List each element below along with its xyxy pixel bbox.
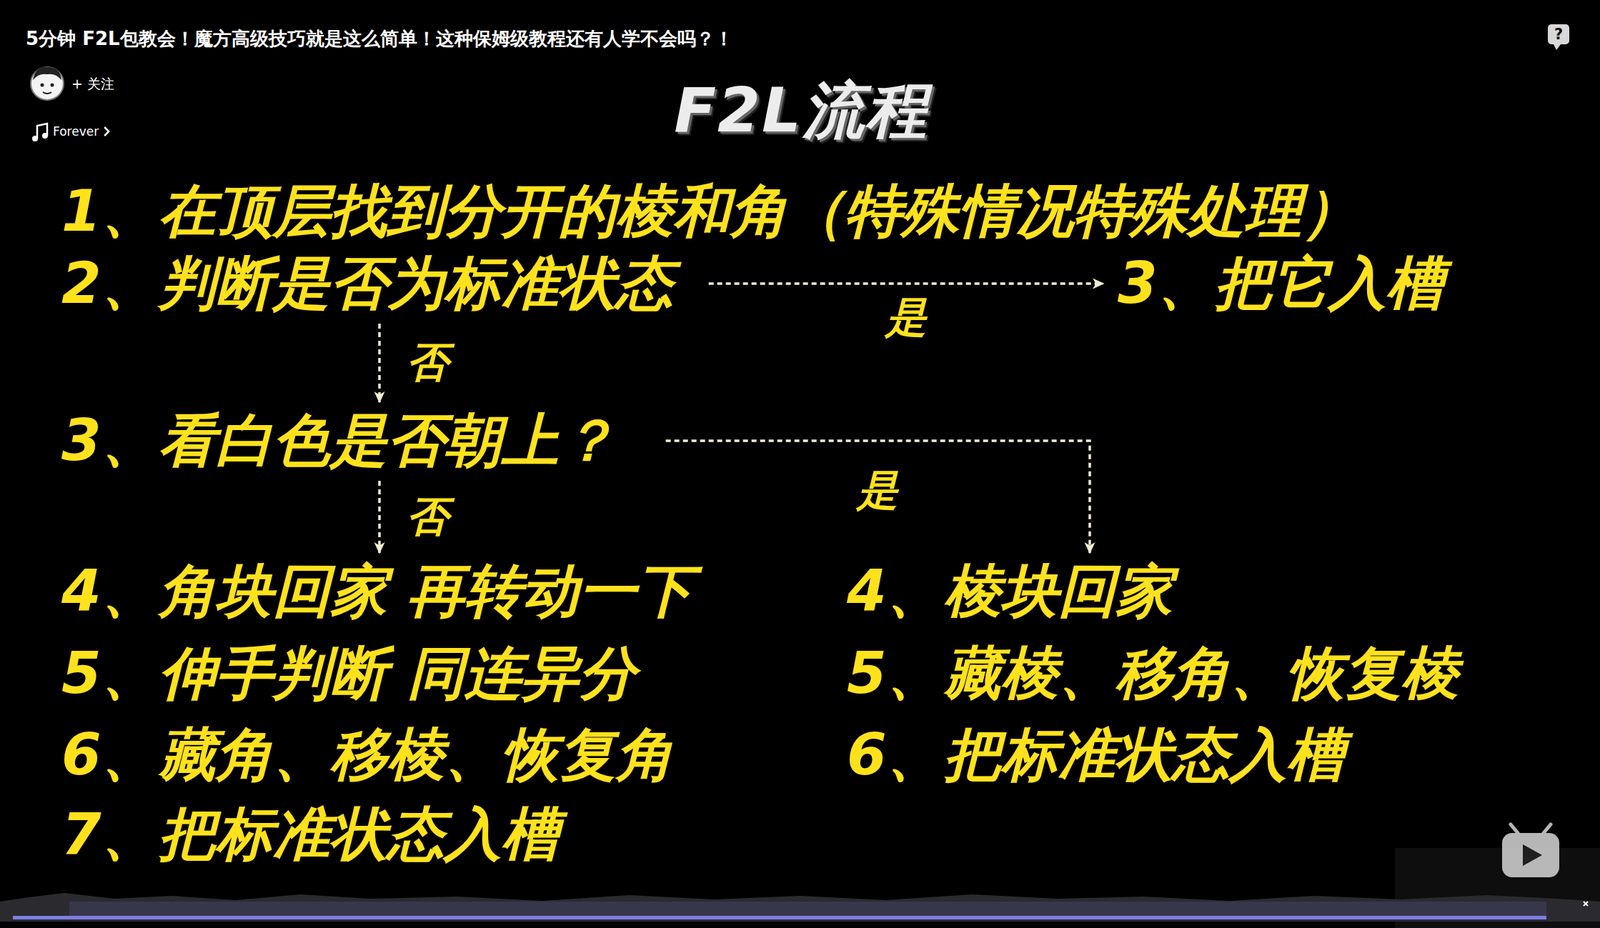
chevron-icon (104, 127, 109, 136)
step-text: 3、把它入槽 (1117, 249, 1444, 318)
flow-step: 3、看白色是否朝上？ (61, 406, 616, 476)
step-text: 7、把标准状态入槽 (61, 800, 559, 869)
step-text: 3、看白色是否朝上？ (61, 406, 616, 476)
avatar-eye (40, 83, 45, 88)
video-title: 5分钟 F2L包教会！魔方高级技巧就是这么简单！这种保姆级教程还有人学不会吗？！ (25, 27, 734, 51)
flow-step: 6、把标准状态入槽 (846, 721, 1345, 790)
dashed-arrow (378, 323, 381, 403)
help-mark: ? (1554, 25, 1563, 43)
help-icon (1553, 44, 1561, 51)
help-icon (1547, 24, 1570, 45)
music-name: Forever (52, 123, 99, 140)
flow-step: 5、藏棱、移角、恢复棱 (846, 639, 1459, 709)
diagram-heading: F2L流程 (673, 74, 928, 146)
flow-step: 6、藏角、移棱、恢复角 (61, 721, 674, 790)
bilibili-icon (1502, 833, 1560, 878)
step-text: 2、判断是否为标准状态 (61, 249, 674, 318)
step-text: 6、藏角、移棱、恢复角 (61, 721, 674, 790)
flow-step: 7、把标准状态入槽 (61, 800, 559, 869)
flow-step: 4、角块回家 再转动一下 (61, 557, 694, 626)
avatar-mouth (42, 92, 52, 94)
bilibili-icon (1543, 824, 1551, 834)
step-text: 1、在顶层找到分开的棱和角（特殊情况特殊处理） (61, 177, 1360, 246)
flow-step: 2、判断是否为标准状态 (61, 249, 674, 318)
music-icon (42, 132, 48, 139)
fullscreen-icon (1583, 901, 1588, 907)
step-text: 6、把标准状态入槽 (846, 721, 1345, 790)
avatar-eye (50, 83, 55, 88)
edge-label: 是 (853, 466, 902, 514)
waveform (0, 893, 1600, 922)
flow-step: 1、在顶层找到分开的棱和角（特殊情况特殊处理） (61, 177, 1360, 246)
edge-label: 否 (403, 338, 451, 386)
follow-button: + 关注 (71, 75, 115, 93)
music-icon (32, 135, 38, 142)
bilibili-icon (1522, 844, 1543, 867)
step-text: 5、藏棱、移角、恢复棱 (846, 639, 1459, 709)
flow-step: 5、伸手判断 同连异分 (61, 639, 636, 709)
avatar (30, 67, 64, 101)
progress-bar (12, 916, 1547, 920)
edge-label: 是 (882, 293, 930, 341)
step-text: 5、伸手判断 同连异分 (61, 639, 636, 709)
music-icon (37, 123, 48, 139)
bilibili-icon (1510, 824, 1518, 834)
dashed-arrow (666, 440, 1090, 554)
bilibili-icon (1502, 824, 1560, 878)
avatar-hair (32, 67, 62, 81)
dashed-arrow (708, 282, 1104, 286)
edge-label: 否 (403, 493, 451, 541)
flow-step: 3、把它入槽 (1117, 249, 1444, 318)
step-text: 4、棱块回家 (846, 557, 1173, 626)
dashed-arrow (378, 480, 381, 554)
step-text: 4、角块回家 再转动一下 (61, 557, 694, 626)
flow-step: 4、棱块回家 (846, 557, 1173, 626)
